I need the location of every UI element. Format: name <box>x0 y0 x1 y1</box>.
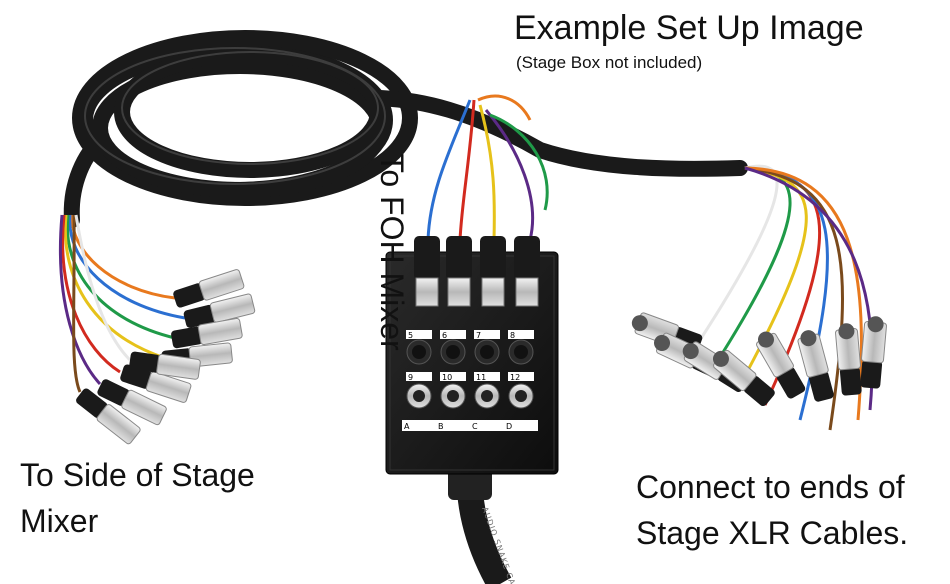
side-of-stage-caption: To Side of Stage Mixer <box>20 457 255 539</box>
jack-6: 6 <box>440 330 466 365</box>
return-label-a: A <box>404 422 410 431</box>
right-xlr-female-connectors <box>631 312 887 407</box>
page-title: Example Set Up Image <box>514 9 864 47</box>
right-fanout-wires <box>698 164 874 431</box>
return-label-b: B <box>438 422 444 431</box>
jack-11: 11 <box>474 372 500 409</box>
jack-label: 5 <box>408 331 413 340</box>
jack-8: 8 <box>508 330 534 365</box>
return-label-d: D <box>506 422 512 431</box>
return-label-c: C <box>472 422 478 431</box>
jack-label: 7 <box>476 331 481 340</box>
jack-label: 6 <box>442 331 447 340</box>
jack-row-5-8: 5 6 7 8 <box>406 330 534 365</box>
page-subtitle: (Stage Box not included) <box>516 53 703 72</box>
jack-10: 10 <box>440 372 466 409</box>
top-row-plugged-connectors <box>414 236 540 307</box>
jack-label: 10 <box>442 373 452 382</box>
jack-5: 5 <box>406 330 432 365</box>
return-label-row: A B C D <box>402 420 538 431</box>
jack-7: 7 <box>474 330 500 365</box>
stage-box-input-wires <box>426 94 549 241</box>
foh-mixer-caption: To FOH Mixer <box>374 153 410 351</box>
stage-box-output-cable: AUDIO SNAKE CABLE <box>448 460 523 584</box>
left-fanout-wires <box>58 214 186 393</box>
left-xlr-male-connectors <box>76 269 256 445</box>
jack-label: 9 <box>408 373 413 382</box>
xlr-connect-caption: Connect to ends of Stage XLR Cables. <box>636 469 909 551</box>
jack-label: 8 <box>510 331 515 340</box>
jack-9: 9 <box>406 372 432 409</box>
jack-label: 12 <box>510 373 520 382</box>
jack-12: 12 <box>508 372 534 409</box>
coil-highlights <box>84 47 386 185</box>
jack-label: 11 <box>476 373 486 382</box>
jack-row-9-12: 9 10 11 12 <box>406 372 534 409</box>
